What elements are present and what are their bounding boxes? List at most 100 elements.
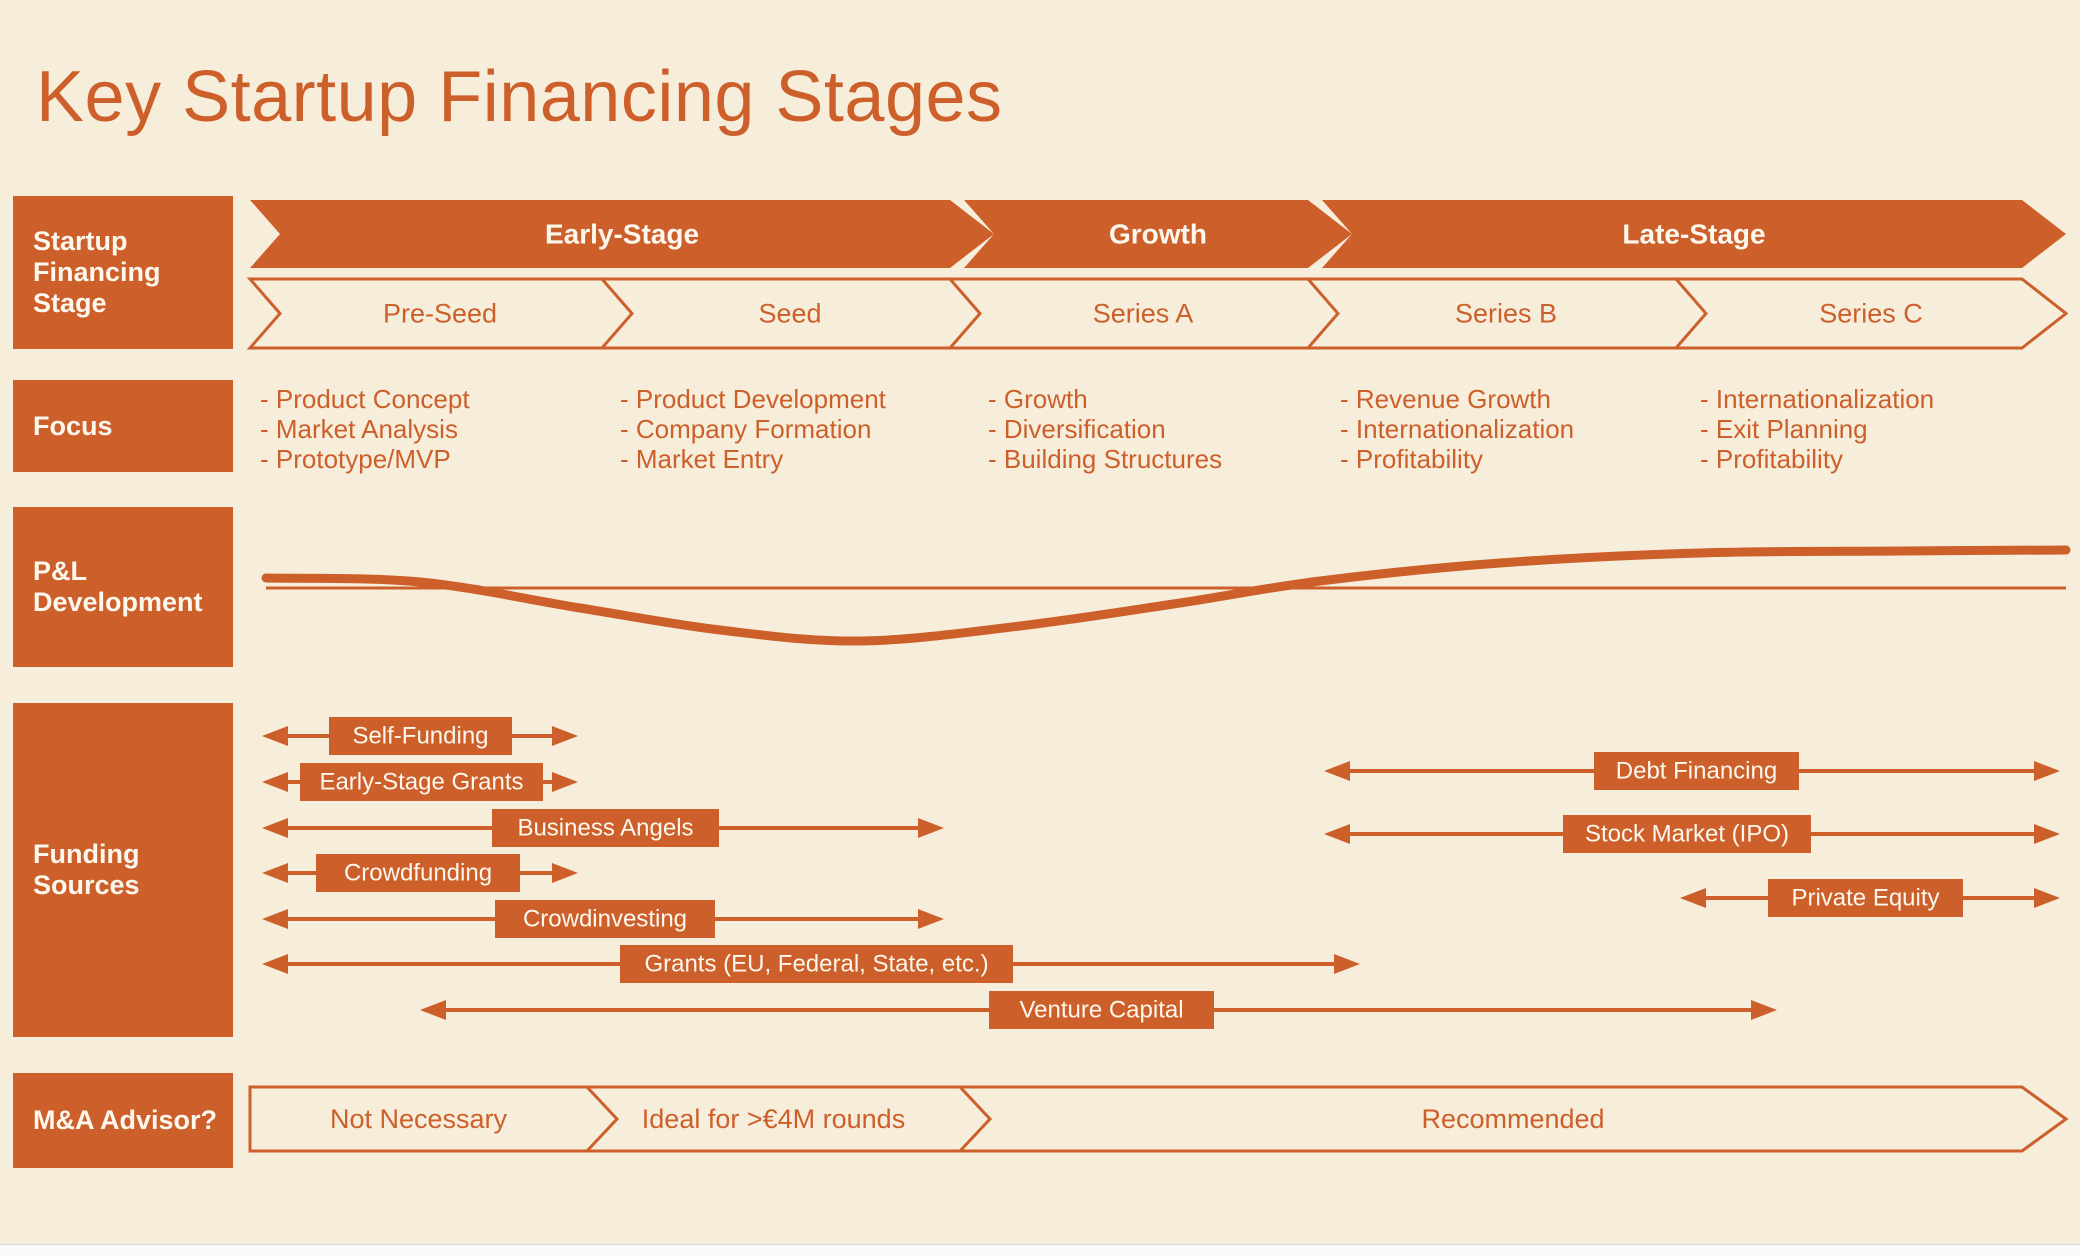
funding-source-early-stage-grants (262, 763, 578, 801)
focus-item: - Internationalization (1700, 384, 1935, 414)
focus-item: - Diversification (988, 414, 1166, 444)
funding-label-box (495, 900, 715, 938)
funding-source-venture-capital (420, 991, 1777, 1029)
funding-label-box (329, 717, 512, 755)
phase-arrow-label: Late-Stage (1622, 219, 1765, 250)
phase-arrow-late-stage (1322, 200, 2066, 268)
funding-arrowhead-left (1324, 761, 1350, 781)
funding-arrowhead-left (262, 772, 288, 792)
funding-source-crowdinvesting (262, 900, 944, 938)
mna-segment-label-ideal-for-4m-rounds: Ideal for >€4M rounds (642, 1104, 905, 1134)
mna-segment-label-not-necessary: Not Necessary (330, 1104, 508, 1134)
funding-label-box (316, 854, 520, 892)
focus-list-seed: - Product Development- Company Formation… (620, 384, 886, 474)
funding-label: Venture Capital (1019, 997, 1183, 1024)
funding-source-grants-eu-federal-state-etc- (262, 945, 1360, 983)
focus-item: - Market Analysis (260, 414, 458, 444)
focus-item: - Market Entry (620, 444, 784, 474)
funding-source-debt-financing (1324, 752, 2060, 790)
funding-label: Private Equity (1791, 885, 1939, 912)
substage-divider (1306, 278, 1340, 349)
focus-item: - Building Structures (988, 444, 1223, 474)
focus-item: - Profitability (1700, 444, 1844, 474)
mna-divider (585, 1085, 620, 1153)
funding-label-box (1768, 879, 1963, 917)
funding-label-box (1594, 752, 1799, 790)
funding-source-crowdfunding (262, 854, 578, 892)
funding-label-box (300, 763, 543, 801)
focus-item: - Growth (988, 384, 1088, 414)
funding-arrowhead-right (918, 818, 944, 838)
funding-arrowhead-left (262, 954, 288, 974)
funding-label: Business Angels (517, 815, 693, 842)
substage-label-series-c: Series C (1819, 299, 1923, 329)
funding-arrowhead-right (2034, 824, 2060, 844)
focus-list-pre-seed: - Product Concept- Market Analysis- Prot… (260, 384, 470, 474)
substage-label-seed: Seed (758, 299, 821, 329)
funding-label-box (1563, 815, 1811, 853)
funding-arrowhead-right (1334, 954, 1360, 974)
funding-arrowhead-left (262, 818, 288, 838)
row-label-startup-financing-stage: Startup Financing Stage (13, 196, 233, 349)
funding-label-box (492, 809, 719, 847)
row-label-focus: Focus (13, 380, 233, 472)
funding-label: Early-Stage Grants (319, 769, 523, 796)
funding-label: Self-Funding (352, 723, 488, 750)
funding-arrowhead-left (420, 1000, 446, 1020)
funding-source-private-equity (1680, 879, 2060, 917)
substage-label-pre-seed: Pre-Seed (383, 299, 497, 329)
funding-arrowhead-right (1751, 1000, 1777, 1020)
phase-arrow-label: Early-Stage (545, 219, 699, 250)
funding-label: Crowdinvesting (523, 906, 687, 933)
funding-arrowhead-left (1680, 888, 1706, 908)
funding-arrowhead-left (1324, 824, 1350, 844)
focus-item: - Product Concept (260, 384, 470, 414)
phase-arrow-growth (964, 200, 1352, 268)
focus-item: - Prototype/MVP (260, 444, 451, 474)
substage-divider (948, 278, 982, 349)
funding-source-self-funding (262, 717, 578, 755)
row-label-funding-sources: Funding Sources (13, 703, 233, 1037)
funding-label: Stock Market (IPO) (1585, 821, 1789, 848)
funding-label-box (620, 945, 1013, 983)
substage-label-series-b: Series B (1455, 299, 1557, 329)
mna-band (248, 1085, 2069, 1153)
funding-arrowhead-right (552, 772, 578, 792)
mna-divider (958, 1085, 993, 1153)
substage-divider (600, 278, 634, 349)
focus-list-series-b: - Revenue Growth- Internationalization- … (1340, 384, 1574, 474)
funding-source-stock-market-ipo- (1324, 815, 2060, 853)
page-title: Key Startup Financing Stages (36, 57, 1003, 137)
funding-label-box (989, 991, 1214, 1029)
focus-item: - Product Development (620, 384, 886, 414)
focus-item: - Company Formation (620, 414, 872, 444)
funding-arrowhead-right (918, 909, 944, 929)
focus-item: - Exit Planning (1700, 414, 1868, 444)
focus-list-series-c: - Internationalization- Exit Planning- P… (1700, 384, 1934, 474)
funding-arrowhead-left (262, 863, 288, 883)
row-label-mna-advisor: M&A Advisor? (13, 1073, 233, 1168)
phase-arrow-early-stage (250, 200, 994, 268)
funding-label: Debt Financing (1616, 758, 1777, 785)
funding-arrowhead-right (552, 726, 578, 746)
funding-arrowhead-left (262, 909, 288, 929)
funding-label: Crowdfunding (344, 860, 492, 887)
substage-divider (1674, 278, 1708, 349)
phase-arrow-label: Growth (1109, 219, 1207, 250)
funding-arrowhead-left (262, 726, 288, 746)
focus-item: - Profitability (1340, 444, 1484, 474)
funding-arrowhead-right (2034, 761, 2060, 781)
funding-label: Grants (EU, Federal, State, etc.) (644, 951, 988, 978)
substage-label-series-a: Series A (1093, 299, 1194, 329)
funding-source-business-angels (262, 809, 944, 847)
mna-segment-label-recommended: Recommended (1421, 1104, 1604, 1134)
window-bottom-edge (0, 1244, 2080, 1256)
funding-arrowhead-right (2034, 888, 2060, 908)
pnl-curve (261, 545, 2071, 646)
funding-arrowhead-right (552, 863, 578, 883)
substage-band (246, 277, 2069, 350)
focus-item: - Internationalization (1340, 414, 1575, 444)
focus-item: - Revenue Growth (1340, 384, 1551, 414)
